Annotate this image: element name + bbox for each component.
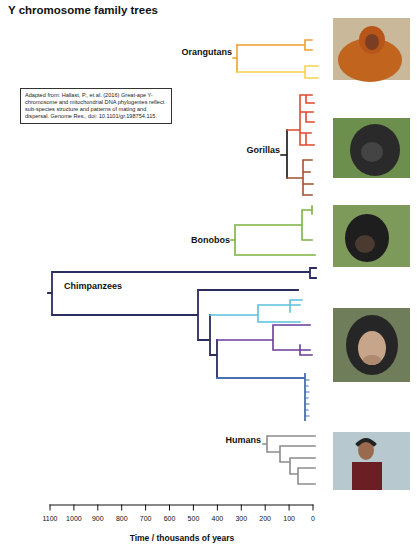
tree-root bbox=[281, 130, 287, 178]
tick-label: 0 bbox=[311, 515, 315, 522]
bonobo-photo bbox=[333, 205, 410, 267]
tree-branch bbox=[287, 160, 313, 195]
tree-branch bbox=[217, 325, 312, 355]
tree-branch bbox=[305, 380, 309, 416]
group-label: Chimpanzees bbox=[64, 282, 122, 291]
tick-label: 700 bbox=[140, 515, 152, 522]
tick-label: 400 bbox=[212, 515, 224, 522]
tick-label: 500 bbox=[188, 515, 200, 522]
orangutan-photo bbox=[333, 18, 410, 82]
tick-label: 800 bbox=[116, 515, 128, 522]
axis-title: Time / thousands of years bbox=[130, 534, 235, 543]
tree-branch bbox=[263, 436, 315, 484]
human-photo bbox=[333, 432, 410, 490]
group-label: Humans bbox=[225, 436, 261, 445]
tick-label: 1100 bbox=[42, 515, 57, 522]
group-label: Orangutans bbox=[181, 48, 232, 57]
tree-branch bbox=[231, 206, 315, 255]
tick-label: 300 bbox=[235, 515, 247, 522]
group-label: Bonobos bbox=[191, 236, 230, 245]
tick-label: 900 bbox=[92, 515, 104, 522]
tree-branch bbox=[210, 300, 302, 322]
tick-label: 200 bbox=[259, 515, 271, 522]
tick-label: 1000 bbox=[66, 515, 82, 522]
time-axis bbox=[50, 505, 313, 510]
tree-branch bbox=[237, 66, 318, 78]
chimpanzee-photo bbox=[333, 308, 410, 382]
tree-root bbox=[233, 45, 237, 72]
tick-label: 100 bbox=[283, 515, 295, 522]
citation-box: Adapted from: Hallast, P., et al. (2016)… bbox=[20, 88, 172, 124]
gorilla-photo bbox=[333, 118, 410, 178]
tick-label: 600 bbox=[164, 515, 176, 522]
tree-branch bbox=[237, 40, 312, 50]
tree-branch bbox=[217, 374, 305, 420]
tree-branch bbox=[287, 95, 314, 145]
citation-text: Adapted from: Hallast, P., et al. (2016)… bbox=[25, 92, 167, 120]
group-label: Gorillas bbox=[246, 146, 280, 155]
tree-branch bbox=[48, 268, 316, 378]
figure-title: Y chromosome family trees bbox=[8, 4, 158, 16]
